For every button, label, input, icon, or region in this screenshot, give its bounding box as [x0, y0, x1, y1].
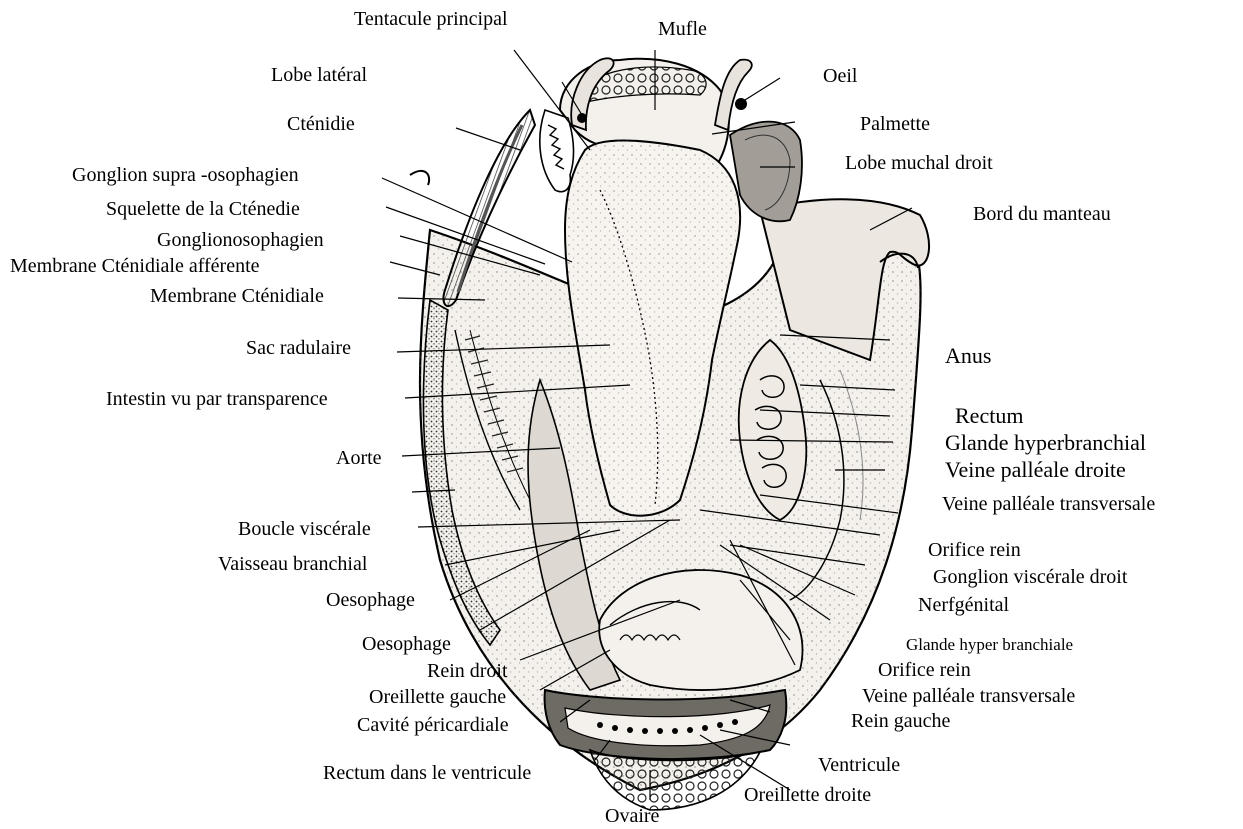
label-oreillette-droite: Oreillette droite — [744, 784, 871, 806]
label-glande-hyper-branchiale: Glande hyper branchiale — [906, 635, 1073, 655]
label-sac-radulaire: Sac radulaire — [246, 337, 351, 359]
label-oeil: Oeil — [823, 65, 857, 87]
label-veine-palleale-transversale-1: Veine palléale transversale — [942, 493, 1155, 515]
label-mufle: Mufle — [658, 18, 707, 40]
label-veine-palleale-droite: Veine palléale droite — [945, 458, 1126, 482]
label-rein-gauche: Rein gauche — [851, 710, 950, 732]
label-tentacule-principal: Tentacule principal — [354, 8, 508, 30]
label-ganglion-supra: Gonglion supra -osophagien — [72, 164, 299, 186]
label-ganglion-visceral-droit: Gonglion viscérale droit — [933, 566, 1127, 588]
label-orifice-rein-2: Orifice rein — [878, 659, 971, 681]
label-rein-droit: Rein droit — [427, 660, 508, 682]
label-oreillette-gauche: Oreillette gauche — [369, 686, 506, 708]
label-squelette: Squelette de la Cténedie — [106, 198, 300, 220]
label-oesophage-1: Oesophage — [326, 589, 415, 611]
label-aorte: Aorte — [336, 447, 382, 469]
label-cavite-pericardiale: Cavité péricardiale — [357, 714, 509, 736]
label-rectum: Rectum — [955, 404, 1023, 428]
label-orifice-rein-1: Orifice rein — [928, 539, 1021, 561]
label-ganglion-oso: Gonglionosophagien — [157, 229, 324, 251]
label-ctenidie: Cténidie — [287, 113, 355, 135]
label-anus: Anus — [945, 344, 991, 368]
label-lobe-lateral: Lobe latéral — [271, 64, 367, 86]
label-palmette: Palmette — [860, 113, 930, 135]
label-lobe-muchal-droit: Lobe muchal droit — [845, 152, 993, 174]
label-ventricule: Ventricule — [818, 754, 900, 776]
right-nuchal-lobe — [730, 122, 802, 222]
label-veine-palleale-transversale-2: Veine palléale transversale — [862, 685, 1075, 707]
label-intestin: Intestin vu par transparence — [106, 388, 328, 410]
label-membrane-afferente: Membrane Cténidiale afférente — [10, 255, 260, 277]
label-oesophage-2: Oesophage — [362, 633, 451, 655]
label-nerfgenital: Nerfgénital — [918, 594, 1009, 616]
right-tentacle — [715, 60, 752, 130]
label-ovaire: Ovaire — [605, 805, 659, 827]
label-bord-manteau: Bord du manteau — [973, 203, 1111, 225]
label-rectum-ventricule: Rectum dans le ventricule — [323, 762, 531, 784]
label-vaisseau-branchial: Vaisseau branchial — [218, 553, 367, 575]
label-boucle-viscerale: Boucle viscérale — [238, 518, 371, 540]
label-membrane-ctenidiale: Membrane Cténidiale — [150, 285, 324, 307]
label-glande-hyperbranchial: Glande hyperbranchial — [945, 431, 1146, 455]
